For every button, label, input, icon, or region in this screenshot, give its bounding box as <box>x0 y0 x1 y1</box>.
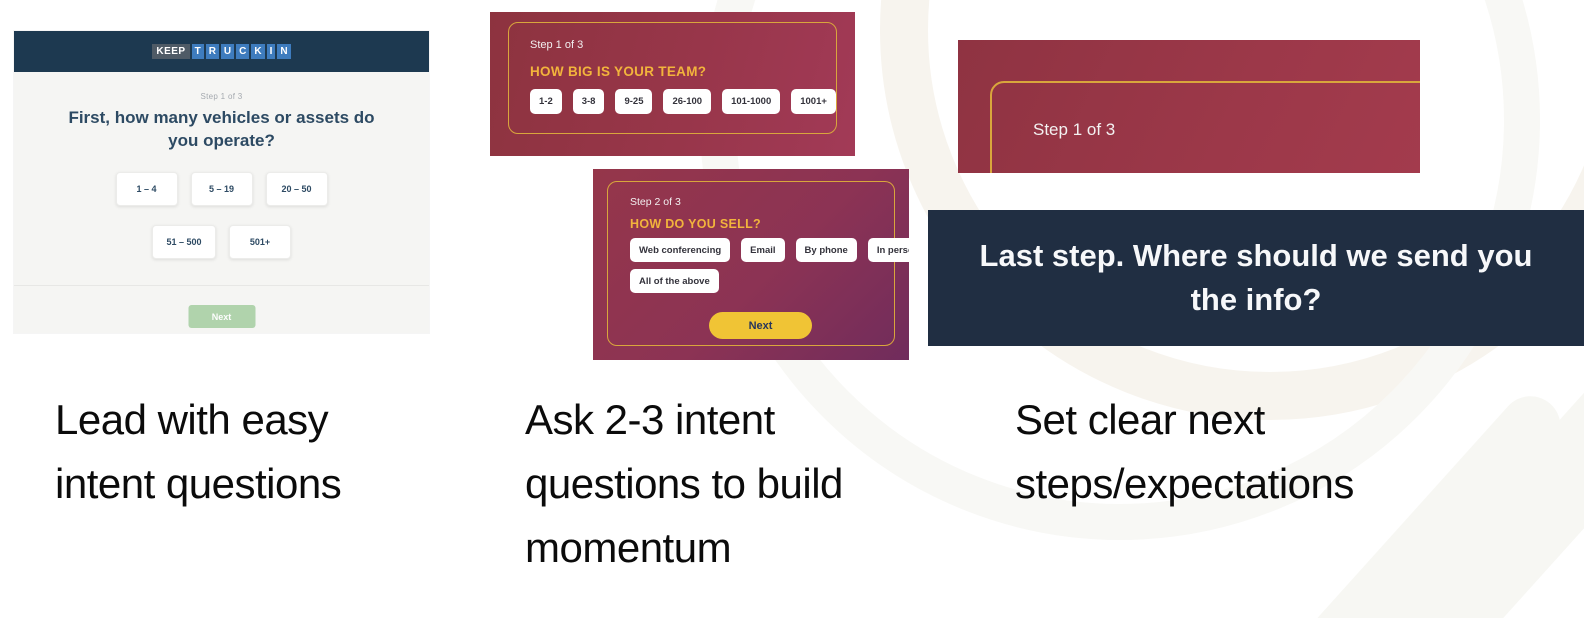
watermark-stripe <box>1323 340 1584 618</box>
keeptruckin-header: KEEP T R U C K I N <box>14 31 429 72</box>
logo-letter: T <box>191 44 204 59</box>
footer-divider <box>14 285 429 286</box>
logo-letter: K <box>251 44 265 59</box>
logo-keep-block: KEEP <box>152 44 190 59</box>
option-1-2-button[interactable]: 1-2 <box>530 89 562 114</box>
gold-border-frame <box>990 81 1420 173</box>
step-indicator: Step 1 of 3 <box>530 39 584 51</box>
options-row: Web conferencing Email By phone In perso… <box>630 238 909 262</box>
option-51-500-button[interactable]: 51 – 500 <box>152 225 216 259</box>
option-101-1000-button[interactable]: 101-1000 <box>722 89 781 114</box>
option-all-of-the-above-button[interactable]: All of the above <box>630 269 719 293</box>
logo-letter: C <box>236 44 250 59</box>
gold-border-frame <box>508 22 837 134</box>
watermark-stripe <box>1391 303 1584 618</box>
option-26-100-button[interactable]: 26-100 <box>663 89 712 114</box>
team-size-card: Step 1 of 3 HOW BIG IS YOUR TEAM? 1-2 3-… <box>490 12 855 156</box>
logo-letter: I <box>266 44 276 59</box>
step-indicator: Step 1 of 3 <box>200 92 243 101</box>
keeptruckin-form-panel: KEEP T R U C K I N Step 1 of 3 First, ho… <box>14 31 429 333</box>
options-row: All of the above <box>630 269 719 293</box>
logo-letter: U <box>220 44 235 59</box>
step-indicator: Step 2 of 3 <box>630 196 681 208</box>
how-you-sell-card: Step 2 of 3 HOW DO YOU SELL? Web confere… <box>593 169 909 360</box>
option-5-19-button[interactable]: 5 – 19 <box>190 172 253 206</box>
option-20-50-button[interactable]: 20 – 50 <box>265 172 328 206</box>
option-501plus-button[interactable]: 501+ <box>229 225 291 259</box>
last-step-banner: Last step. Where should we send you the … <box>928 210 1584 346</box>
caption-lead-with-easy: Lead with easy intent questions <box>55 396 342 507</box>
form-question: HOW BIG IS YOUR TEAM? <box>530 64 707 79</box>
option-1001plus-button[interactable]: 1001+ <box>791 89 836 114</box>
option-1-4-button[interactable]: 1 – 4 <box>115 172 178 206</box>
options-row: 1-2 3-8 9-25 26-100 101-1000 1001+ <box>530 89 836 114</box>
option-web-conferencing-button[interactable]: Web conferencing <box>630 238 731 262</box>
next-button-disabled[interactable]: Next <box>188 305 255 328</box>
step-indicator: Step 1 of 3 <box>1033 120 1116 139</box>
option-in-person-button[interactable]: In person <box>867 238 909 262</box>
form-question: HOW DO YOU SELL? <box>630 217 761 231</box>
keeptruckin-logo: KEEP T R U C K I N <box>152 44 291 59</box>
caption-set-clear-next-steps: Set clear next steps/expectations <box>1015 396 1354 507</box>
logo-letter: R <box>205 44 219 59</box>
caption-ask-intent-questions: Ask 2-3 intent questions to build moment… <box>525 396 843 571</box>
option-9-25-button[interactable]: 9-25 <box>615 89 653 114</box>
options-row: 51 – 500 501+ <box>14 225 429 259</box>
step-1-of-3-card: Step 1 of 3 <box>958 40 1420 173</box>
last-step-headline: Last step. Where should we send you the … <box>979 238 1533 317</box>
option-by-phone-button[interactable]: By phone <box>795 238 857 262</box>
options-row: 1 – 4 5 – 19 20 – 50 <box>14 172 429 206</box>
option-3-8-button[interactable]: 3-8 <box>572 89 605 114</box>
logo-letter: N <box>277 44 291 59</box>
option-email-button[interactable]: Email <box>741 238 785 262</box>
next-button[interactable]: Next <box>709 312 812 339</box>
form-question: First, how many vehicles or assets do yo… <box>68 108 375 150</box>
